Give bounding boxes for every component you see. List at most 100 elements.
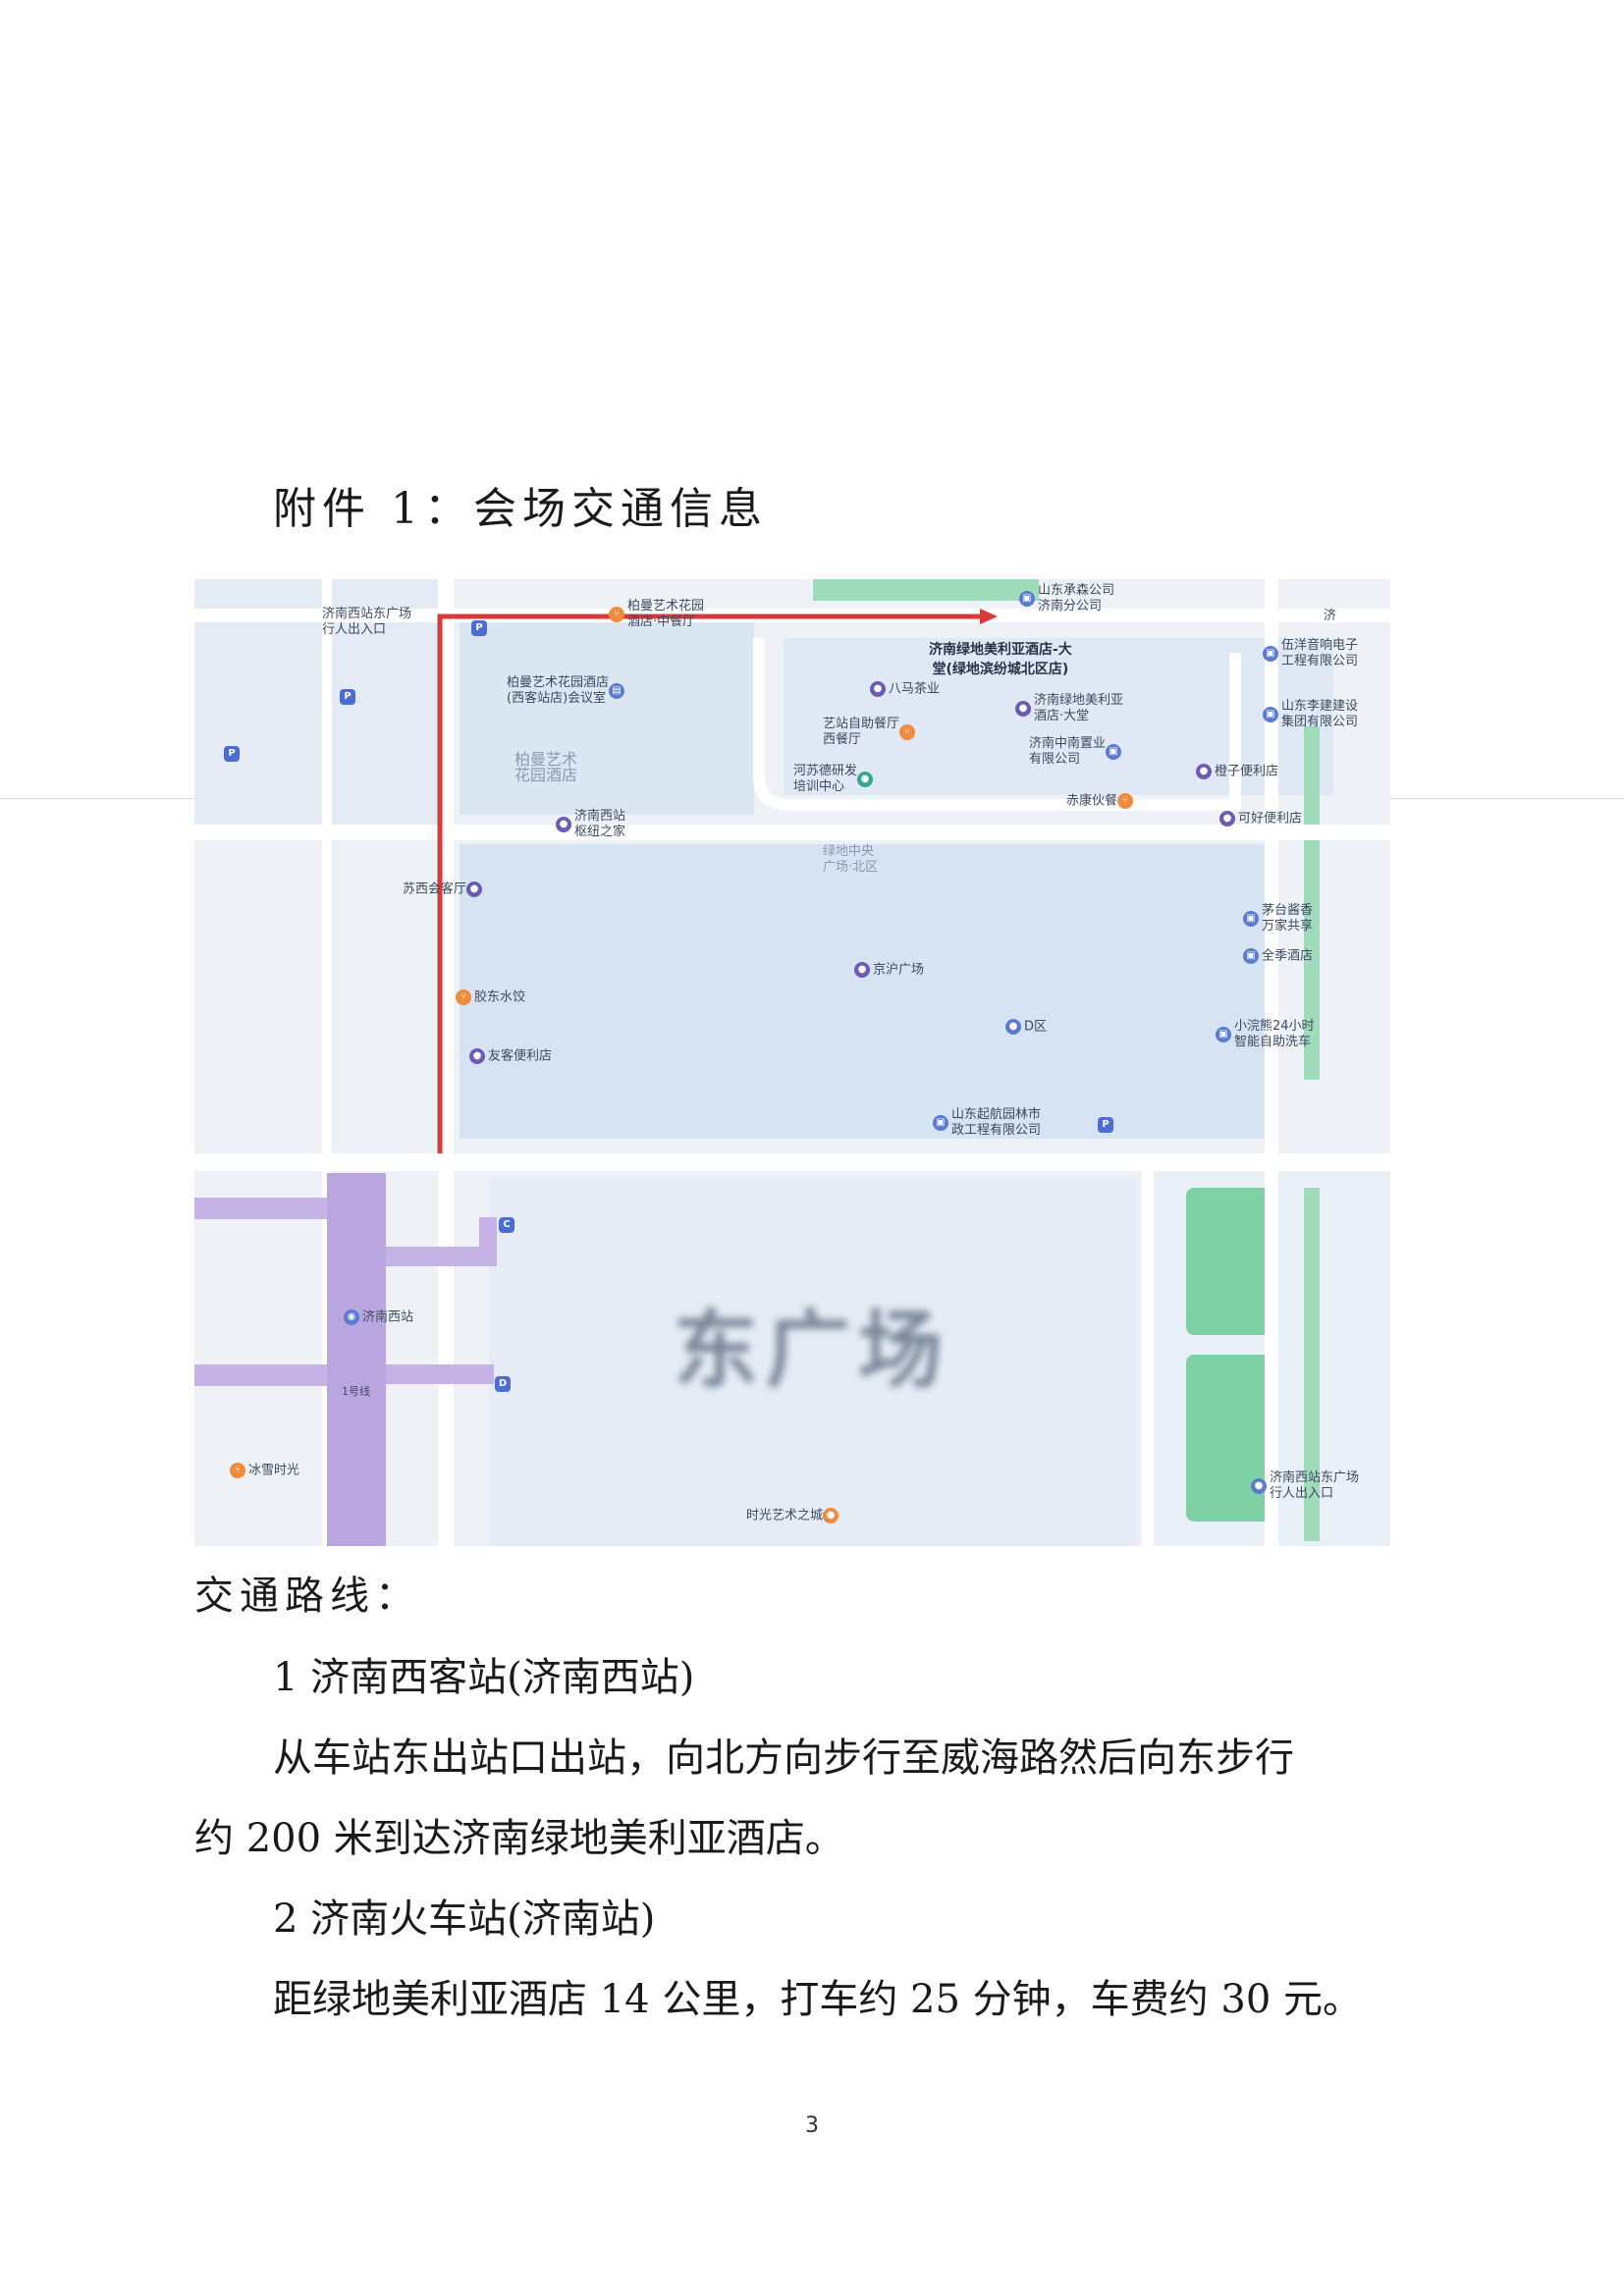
carwash-icon: ▣ — [1216, 1027, 1231, 1042]
restaurant-icon: ⑂ — [1117, 793, 1134, 809]
parking-marker-3[interactable]: P — [224, 746, 243, 763]
poi-maotai-text: 茅台酱香 万家共享 — [1262, 903, 1314, 934]
poi-shiguang[interactable]: 时光艺术之城● — [746, 1508, 841, 1524]
metro-exit-d[interactable]: D — [495, 1376, 514, 1393]
poi-west-exit[interactable]: 济南西站东广场 行人出入口 — [322, 607, 411, 638]
metro-exit-icon: D — [495, 1376, 511, 1392]
parking-marker-1[interactable]: P — [471, 620, 490, 637]
hotel-icon: ● — [1015, 701, 1031, 717]
road-south-east-v — [1142, 1168, 1154, 1546]
poi-central-plaza[interactable]: 绿地中央 广场·北区 — [823, 844, 878, 876]
poi-baiman-garden[interactable]: 柏曼艺术 花园酒店 — [514, 752, 577, 783]
poi-bama[interactable]: ●八马茶业 — [870, 681, 940, 698]
poi-shandong-chengsen-text: 山东承森公司 济南分公司 — [1038, 583, 1115, 614]
road-east — [1265, 579, 1278, 1546]
green-east-strip — [1304, 726, 1320, 1080]
company-icon: ▣ — [1019, 591, 1035, 607]
poi-ji[interactable]: 济 — [1324, 609, 1336, 624]
meeting-icon: ▤ — [609, 683, 625, 699]
poi-chengzi[interactable]: ●橙子便利店 — [1196, 764, 1278, 780]
poi-quanji[interactable]: ▣全季酒店 — [1243, 948, 1313, 965]
poi-youke[interactable]: ●友客便利店 — [469, 1048, 552, 1065]
poi-shandong-construction-text: 山东李建建设 集团有限公司 — [1281, 699, 1359, 729]
exit-icon: ● — [1251, 1478, 1267, 1494]
map-graphics — [194, 579, 1390, 1546]
rail-main — [327, 1173, 386, 1546]
poi-jiaodong[interactable]: ⑂胶东水饺 — [456, 989, 525, 1006]
poi-wuchang-text: 伍洋音响电子 工程有限公司 — [1281, 638, 1359, 668]
venue-map[interactable]: 济南绿地美利亚酒店-大 堂(绿地滨纷城北区店) 东广场 济南西站东广场 行人出入… — [194, 579, 1390, 1546]
restaurant-icon: ⑂ — [899, 724, 916, 740]
block-south-plaza — [489, 1178, 1137, 1546]
hall-icon: ● — [466, 881, 483, 897]
poi-zhongnan[interactable]: 济南中南置业 有限公司▣ — [1029, 736, 1124, 768]
poi-bingxue[interactable]: ⑂冰雪时光 — [230, 1463, 299, 1479]
road-loop — [753, 638, 1241, 811]
green-east-strip-2 — [1304, 1188, 1320, 1541]
poi-shiguang-text: 时光艺术之城 — [746, 1508, 824, 1523]
poi-bingxue-text: 冰雪时光 — [248, 1463, 300, 1478]
rail-h2 — [194, 1364, 327, 1386]
poi-west-hub-text: 济南西站 枢纽之家 — [574, 809, 626, 839]
poi-chikang-text: 赤康伙餐 — [1066, 793, 1118, 809]
poi-suxi[interactable]: 苏西会客厅● — [403, 881, 485, 898]
block-central-plaza — [460, 844, 1265, 1139]
poi-youke-text: 友客便利店 — [488, 1048, 553, 1064]
poi-lvdi-hotel[interactable]: ●济南绿地美利亚 酒店·大堂 — [1015, 693, 1123, 724]
walking-route — [437, 614, 980, 1153]
poi-jinghu[interactable]: ●京沪广场 — [854, 962, 924, 979]
poi-yizhan[interactable]: 艺站自助餐厅 西餐厅⑂ — [823, 717, 918, 748]
poi-shandong-chengsen[interactable]: ▣山东承森公司 济南分公司 — [1019, 583, 1114, 614]
hotel-label[interactable]: 济南绿地美利亚酒店-大 堂(绿地滨纷城北区店) — [929, 640, 1072, 679]
company-icon: ▣ — [933, 1115, 948, 1131]
poi-baiman-meeting[interactable]: 柏曼艺术花园酒店 (西客站店)会议室▤ — [507, 675, 627, 707]
shop-icon: ● — [870, 681, 886, 697]
poi-west-hub[interactable]: ●济南西站 枢纽之家 — [556, 809, 625, 840]
poi-baiman-park[interactable]: ⑂柏曼艺术花园 酒店·中餐厅 — [609, 599, 704, 630]
hub-icon: ● — [556, 817, 571, 832]
poi-maotai[interactable]: ▣茅台酱香 万家共享 — [1243, 903, 1313, 934]
poi-qihang-text: 山东起航园林市 政工程有限公司 — [951, 1107, 1042, 1138]
poi-xiaoxiong[interactable]: ▣小浣熊24小时 智能自助洗车 — [1216, 1019, 1315, 1050]
page-number: 3 — [805, 2113, 819, 2138]
poi-quanji-text: 全季酒店 — [1262, 948, 1314, 964]
poi-hesu[interactable]: 河苏德研发 培训中心● — [793, 764, 876, 795]
road-weihai — [194, 825, 1390, 840]
road-mid — [194, 1153, 1390, 1171]
poi-qihang[interactable]: ▣山东起航园林市 政工程有限公司 — [933, 1107, 1041, 1139]
green-top — [813, 579, 1039, 601]
parking-marker-4[interactable]: P — [1098, 1117, 1116, 1134]
route-1-desc-line-1: 从车站东出站口出站，向北方向步行至威海路然后向东步行 — [273, 1735, 1294, 1781]
rail-branch-2 — [386, 1364, 494, 1384]
east-plaza-label: 东广场 — [674, 1302, 950, 1400]
poi-baiman-garden-text: 柏曼艺术 花园酒店 — [514, 750, 578, 784]
poi-ji-text: 济 — [1324, 609, 1337, 623]
train-station-icon: ◉ — [344, 1309, 359, 1325]
poi-xiaoxiong-text: 小浣熊24小时 智能自助洗车 — [1234, 1019, 1315, 1049]
route-arrow-head — [980, 609, 998, 624]
poi-wuchang[interactable]: ▣伍洋音响电子 工程有限公司 — [1263, 638, 1358, 669]
poi-dqu[interactable]: ●D区 — [1005, 1019, 1047, 1036]
parking-icon: P — [1098, 1117, 1113, 1133]
poi-kehao-text: 可好便利店 — [1238, 811, 1303, 827]
store-icon: ● — [1219, 811, 1235, 827]
poi-west-station[interactable]: ◉济南西站 — [344, 1309, 413, 1326]
route-2-desc: 距绿地美利亚酒店 14 公里，打车约 25 分钟，车费约 30 元。 — [273, 1977, 1362, 2022]
poi-line-tag-text: 1号线 — [342, 1385, 370, 1398]
route-1-title: 1 济南西客站(济南西站) — [273, 1655, 695, 1700]
poi-zhongnan-text: 济南中南置业 有限公司 — [1029, 736, 1107, 767]
poi-bama-text: 八马茶业 — [889, 681, 941, 697]
metro-exit-c[interactable]: C — [499, 1217, 517, 1234]
rail-branch-v — [479, 1217, 497, 1266]
poi-chikang[interactable]: 赤康伙餐⑂ — [1066, 793, 1136, 810]
poi-shandong-construction[interactable]: ▣山东李建建设 集团有限公司 — [1263, 699, 1358, 730]
art-icon: ● — [823, 1508, 839, 1523]
training-icon: ● — [857, 772, 874, 787]
poi-east-exit[interactable]: ●济南西站东广场 行人出入口 — [1251, 1470, 1359, 1502]
poi-dqu-text: D区 — [1024, 1019, 1048, 1035]
parking-icon: P — [471, 620, 487, 636]
parking-marker-2[interactable]: P — [340, 689, 358, 706]
hotel-label-line-1: 济南绿地美利亚酒店-大 — [929, 642, 1072, 658]
route-1-desc-line-2: 约 200 米到达济南绿地美利亚酒店。 — [194, 1816, 844, 1861]
poi-kehao[interactable]: ●可好便利店 — [1219, 811, 1302, 828]
